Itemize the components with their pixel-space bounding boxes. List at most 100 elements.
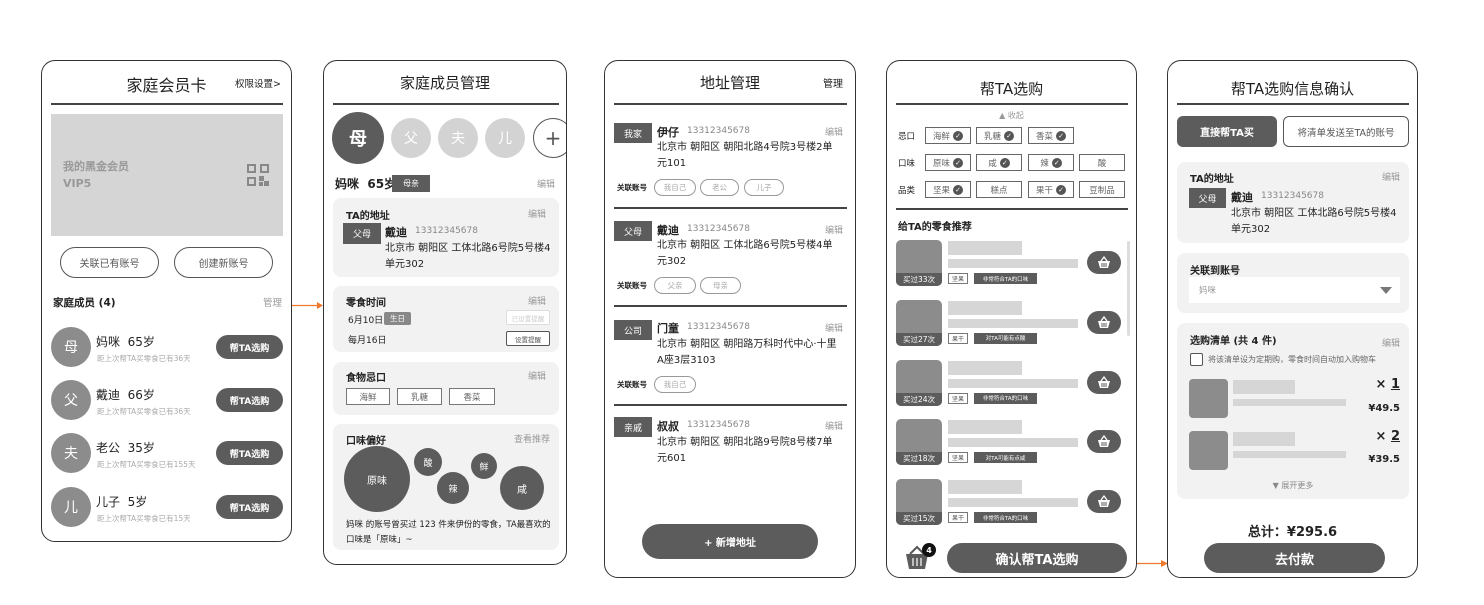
check-circle-icon: ✓ [1051,157,1062,168]
linked-account-chip[interactable]: 我自己 [654,376,696,393]
filter-chip[interactable]: 果干✓ [1028,181,1074,198]
address-entry[interactable]: 公司 门童 13312345678 编辑 北京市 朝阳区 朝阳路万科时代中心·十… [605,320,855,400]
quantity[interactable]: × 2 [1375,429,1400,444]
filter-chip[interactable]: 乳糖✓ [976,127,1022,144]
tab-buy-directly[interactable]: 直接帮TA买 [1177,116,1277,147]
set-reminder-button[interactable]: 设置提醒 [506,331,550,346]
qr-code-icon[interactable] [246,163,270,187]
filter-chip[interactable]: 原味✓ [925,154,971,171]
edit-link[interactable]: 编辑 [527,297,546,307]
avatar[interactable]: 儿 [485,118,525,158]
scrollbar[interactable] [1127,241,1130,336]
linked-label: 关联账号 [617,183,647,192]
filter-chip[interactable]: 豆制品 [1079,181,1125,198]
add-to-basket-button[interactable] [1087,310,1121,334]
add-member-button[interactable]: + [533,118,566,158]
recipient-name: 门童 [657,322,679,335]
price: ¥39.5 [1368,454,1400,465]
cart-icon[interactable] [904,544,930,570]
product-title-placeholder [948,241,1022,255]
linked-account-chip[interactable]: 母亲 [700,277,741,294]
avatar[interactable]: 母 [51,327,91,367]
manage-members-link[interactable]: 管理 [262,298,282,309]
help-buy-button[interactable]: 帮TA选购 [216,441,283,465]
add-to-basket-button[interactable] [1087,490,1121,514]
pay-button[interactable]: 去付款 [1204,543,1385,573]
filter-chip[interactable]: 糕点 [976,181,1022,198]
linked-label: 关联账号 [617,380,647,389]
product-item[interactable]: 买过33次坚果非常符合TA的口味 [887,240,1136,288]
help-buy-button[interactable]: 帮TA选购 [216,388,283,412]
filter-chip[interactable]: 酸 [1079,154,1125,171]
create-account-button[interactable]: 创建新账号 [174,247,273,278]
filter-chip[interactable]: 坚果✓ [925,181,971,198]
avatar[interactable]: 父 [391,118,431,158]
member-name: 妈咪 65岁 [96,335,155,349]
product-item[interactable]: 买过27次果干对TA可能有点酸 [887,299,1136,348]
edit-member-link[interactable]: 编辑 [536,180,555,190]
expand-more-link[interactable]: ▼ 展开更多 [1272,481,1314,490]
page-title: 帮TA选购信息确认 [1230,80,1355,98]
recipient-name: 戴迪 [1231,191,1253,204]
address-entry[interactable]: 我家 伊仔 13312345678 编辑 北京市 朝阳区 朝阳北路4号院3号楼2… [605,123,855,203]
membership-card[interactable]: 我的黑金会员 VIP5 [51,114,283,236]
permission-settings-link[interactable]: 权限设置> [235,79,281,90]
edit-link[interactable]: 编辑 [824,422,843,432]
product-image: 买过27次 [896,299,942,346]
linked-account-chip[interactable]: 老公 [700,179,739,196]
edit-link[interactable]: 编辑 [527,372,546,382]
check-circle-icon: ✓ [1056,184,1066,195]
avatar[interactable]: 夫 [438,118,478,158]
product-item[interactable]: 买过15次果干非常符合TA的口味 [887,479,1136,527]
confirm-help-buy-button[interactable]: 确认帮TA选购 [947,543,1127,573]
recipient-name: 叔叔 [657,420,679,433]
help-buy-button[interactable]: 帮TA选购 [216,495,283,519]
chip-label: 坚果 [932,185,950,196]
product-item[interactable]: 买过18次坚果对TA可能有点咸 [887,419,1136,467]
filter-chip[interactable]: 香菜✓ [1028,127,1074,144]
tab-send-list[interactable]: 将清单发送至TA的账号 [1283,116,1409,147]
bought-count: 买过18次 [896,452,942,466]
linked-account-chip[interactable]: 我自己 [654,179,696,196]
edit-link[interactable]: 编辑 [1381,339,1400,349]
add-to-basket-button[interactable] [1087,430,1121,454]
recipient-phone: 13312345678 [687,322,750,332]
address-entry[interactable]: 父母 戴迪 13312345678 编辑 北京市 朝阳区 工体北路6号院5号楼4… [605,221,855,301]
address-tag: 父母 [343,223,381,244]
add-to-basket-button[interactable] [1087,370,1121,394]
edit-link[interactable]: 编辑 [824,128,843,138]
link-account-button[interactable]: 关联已有账号 [60,247,159,278]
bought-count: 买过24次 [896,392,942,406]
product-item[interactable]: 买过24次坚果非常符合TA的口味 [887,359,1136,408]
account-select[interactable]: 妈咪 [1189,277,1400,303]
add-address-button[interactable]: + 新增地址 [642,524,818,559]
avatar[interactable]: 夫 [51,433,91,473]
quantity[interactable]: × 1 [1375,377,1400,392]
filter-chip[interactable]: 辣✓ [1028,154,1074,171]
help-buy-button[interactable]: 帮TA选购 [216,335,283,359]
address-entry[interactable]: 亲戚 叔叔 13312345678 编辑 北京市 朝阳区 朝阳北路9号院8号楼7… [605,417,855,477]
edit-link[interactable]: 编辑 [824,324,843,334]
add-to-basket-button[interactable] [1087,251,1121,274]
quantity-value[interactable]: 2 [1390,429,1400,444]
avatar-selected[interactable]: 母 [332,112,384,164]
filter-chip[interactable]: 海鲜✓ [925,127,971,144]
quantity-value[interactable]: 1 [1390,377,1400,392]
filter-chip[interactable]: 咸✓ [976,154,1022,171]
view-recommendations-link[interactable]: 查看推荐 [513,435,550,445]
card-title: TA的地址 [346,211,390,222]
reminder-set-button[interactable]: 已设置提醒 [506,310,550,325]
avatar[interactable]: 父 [51,380,91,420]
edit-link[interactable]: 编辑 [1381,173,1400,183]
avatar[interactable]: 儿 [51,487,91,527]
divider [614,207,847,209]
linked-account-chip[interactable]: 儿子 [744,179,784,196]
chip-label: 海鲜 [932,131,950,142]
collapse-toggle[interactable]: ▲ 收起 [999,111,1024,120]
edit-link[interactable]: 编辑 [824,226,843,236]
subscribe-checkbox[interactable] [1190,353,1203,366]
edit-link[interactable]: 编辑 [527,210,546,220]
manage-link[interactable]: 管理 [823,79,843,90]
snack-date: 每月16日 [348,336,387,346]
linked-account-chip[interactable]: 父亲 [654,277,696,294]
